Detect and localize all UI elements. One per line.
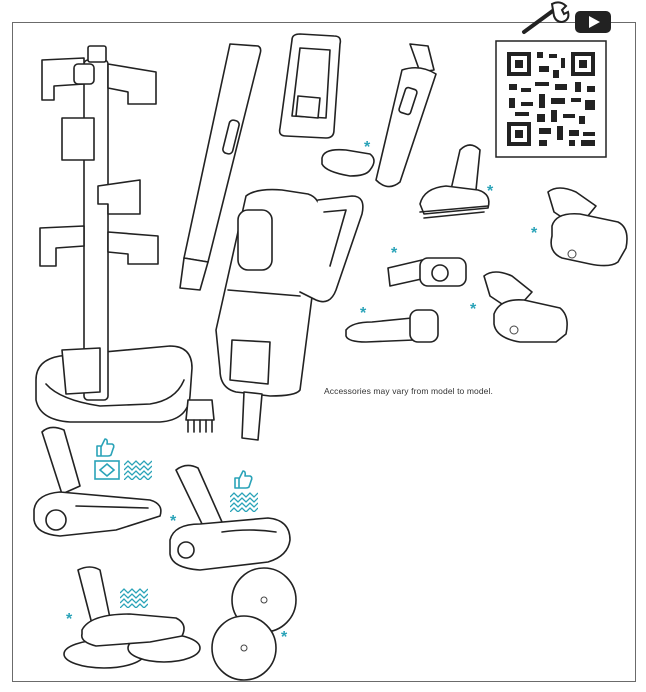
optional-marker: * xyxy=(470,301,477,318)
optional-marker: * xyxy=(66,611,73,628)
mop-head xyxy=(63,566,201,669)
optional-marker: * xyxy=(170,513,177,530)
hard-floor-icon xyxy=(94,460,120,480)
mini-brush xyxy=(185,399,215,433)
optional-marker: * xyxy=(281,629,288,646)
carpet-icon xyxy=(230,492,258,512)
brush-clip xyxy=(321,148,375,177)
mop-pads xyxy=(211,567,297,681)
dusting-brush xyxy=(419,144,490,219)
optional-marker: * xyxy=(360,305,367,322)
docking-stand xyxy=(35,45,193,423)
figure-frame xyxy=(12,22,636,682)
optional-marker: * xyxy=(391,245,398,262)
handheld-vacuum xyxy=(215,188,364,441)
youtube-play-icon xyxy=(575,11,611,33)
mini-turbo-nozzle-b xyxy=(483,271,568,343)
mini-turbo-nozzle-a xyxy=(547,187,628,267)
wrench-icon xyxy=(522,1,570,34)
thumbs-up-icon xyxy=(234,470,253,489)
floor-head-main xyxy=(33,426,162,537)
carpet-icon xyxy=(124,460,152,480)
wall-mount xyxy=(278,33,342,139)
accessory-note: Accessories may vary from model to model… xyxy=(324,386,493,396)
extension-tube xyxy=(179,43,262,291)
two-in-one-tool xyxy=(387,257,467,287)
long-crevice-tool xyxy=(345,309,439,343)
crevice-tool xyxy=(375,43,437,188)
optional-marker: * xyxy=(531,225,538,242)
qr-code xyxy=(495,40,607,158)
thumbs-up-icon xyxy=(96,438,115,457)
optional-marker: * xyxy=(487,183,494,200)
floor-head-roller xyxy=(169,464,291,571)
optional-marker: * xyxy=(364,139,371,156)
carpet-icon xyxy=(120,588,148,608)
